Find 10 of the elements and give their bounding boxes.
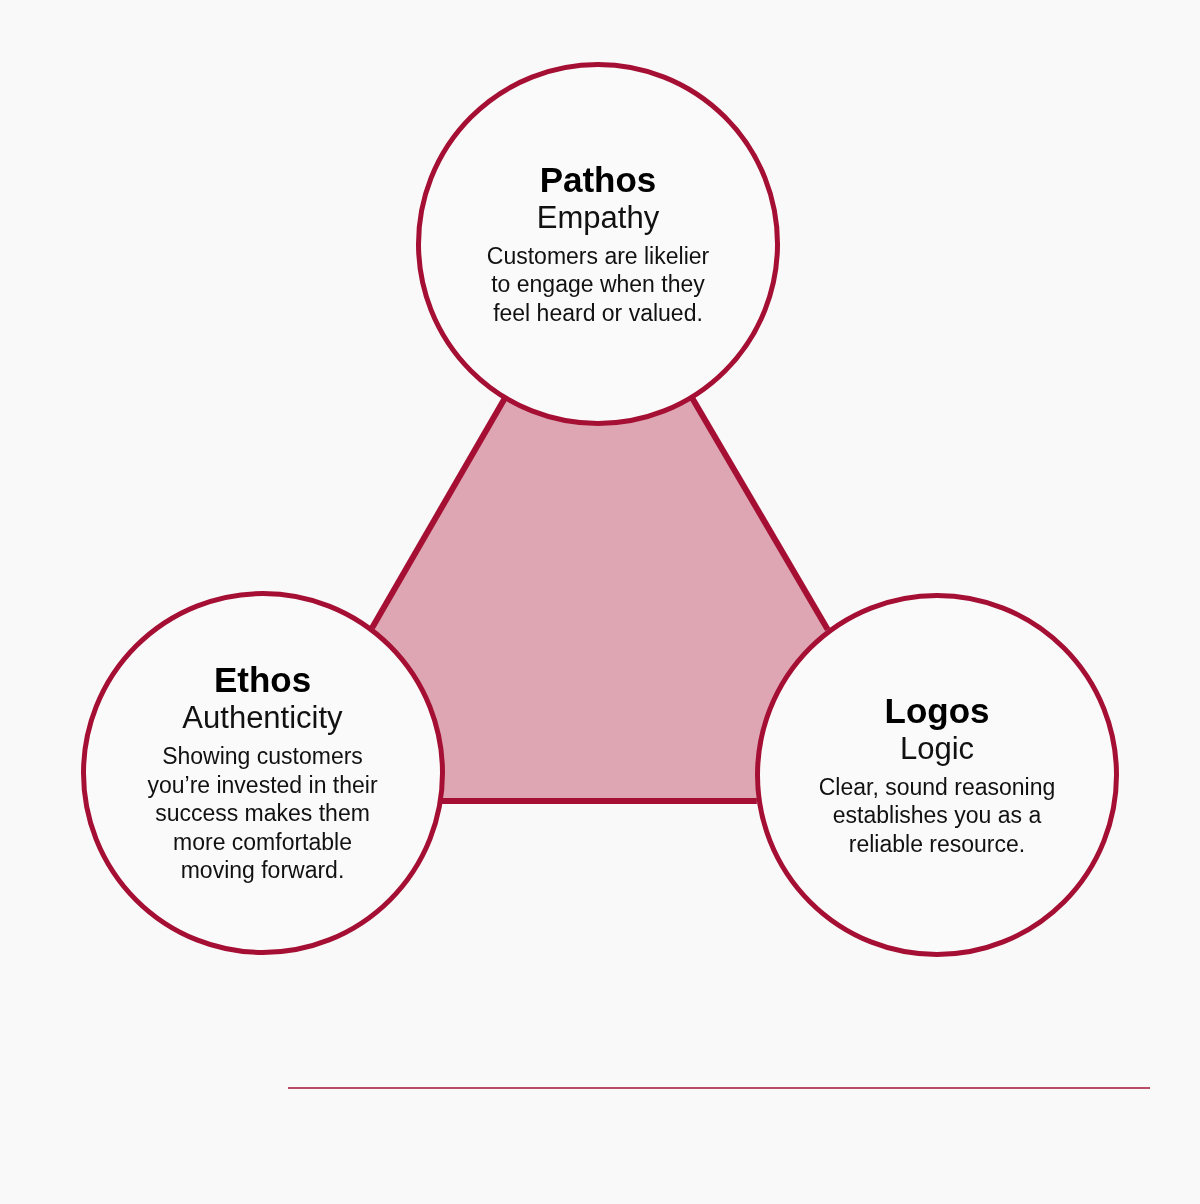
- concept-description: Showing customers you’re invested in their success makes them more comfortable moving forward.: [146, 742, 379, 885]
- concept-subtitle: Empathy: [536, 198, 660, 237]
- concept-title: Ethos: [213, 661, 312, 700]
- concept-description: Customers are likelier to engage when they feel heard or valued.: [485, 241, 711, 328]
- concept-title: Pathos: [539, 160, 657, 199]
- concept-title: Logos: [884, 691, 990, 730]
- concept-subtitle: Logic: [899, 730, 975, 768]
- concept-subtitle: Authenticity: [182, 699, 343, 738]
- connector-line: [688, 395, 831, 632]
- concept-description: Clear, sound reasoning establishes you as a reliable resource.: [817, 772, 1057, 859]
